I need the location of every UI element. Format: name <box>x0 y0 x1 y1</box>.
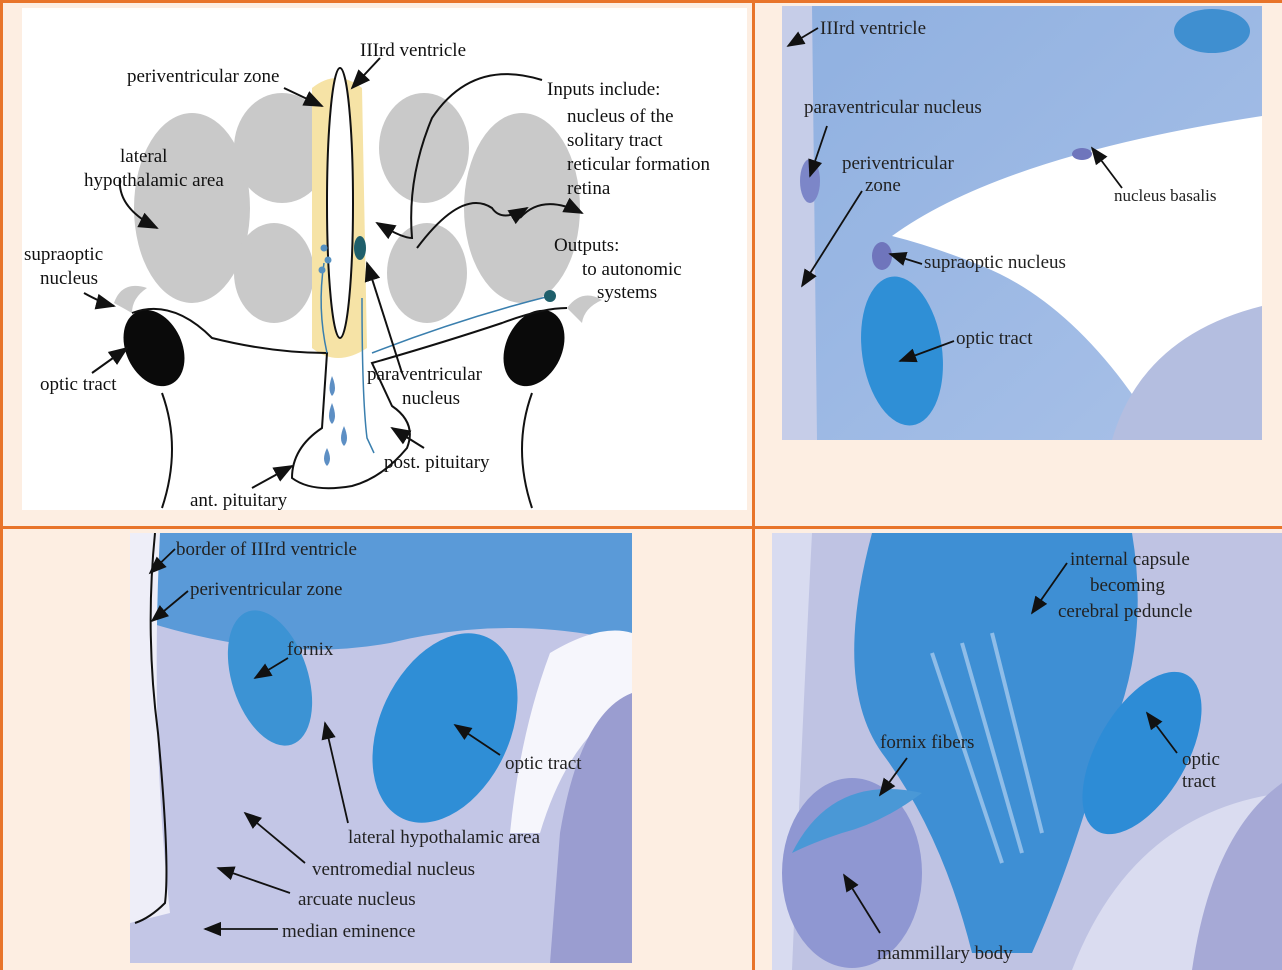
label-third-ventricle: IIIrd ventricle <box>820 18 926 39</box>
grid-middle-vertical <box>752 0 755 970</box>
label-input-1: nucleus of the <box>567 106 674 127</box>
nucleus-left-bottom <box>234 223 314 323</box>
hypothalamus-diagram-panel: IIIrd ventricle periventricular zone Inp… <box>22 8 747 510</box>
label-mammillary: mammillary body <box>877 943 1013 964</box>
label-third-ventricle: IIIrd ventricle <box>360 40 466 61</box>
hormone-droplet-4 <box>324 448 330 466</box>
label-optic-tract: optic tract <box>505 753 582 774</box>
label-optic-2: tract <box>1182 771 1216 792</box>
neuron-dot-3 <box>319 267 326 274</box>
hormone-droplet-3 <box>341 426 347 446</box>
label-fornix-fibers: fornix fibers <box>880 732 974 753</box>
label-ventromedial: ventromedial nucleus <box>312 859 475 880</box>
tissue-left-strip <box>782 6 817 440</box>
grid-middle-horizontal <box>0 526 1282 529</box>
label-fornix: fornix <box>287 639 334 660</box>
micrograph-top-right: IIIrd ventricle paraventricular nucleus … <box>782 6 1262 440</box>
brain-right-contour <box>522 393 532 508</box>
neuron-dot-2 <box>325 257 332 264</box>
label-paraventricular-2: nucleus <box>402 388 460 409</box>
blue-nucleus-top-right <box>1174 9 1250 53</box>
micrograph-bottom-left: border of IIIrd ventricle periventricula… <box>130 533 632 963</box>
nucleus-right-bottom <box>387 223 467 323</box>
label-periventricular-2: zone <box>865 175 901 196</box>
micrograph-bottom-right-image: internal capsule becoming cerebral pedun… <box>772 533 1282 970</box>
label-optic-1: optic <box>1182 749 1220 770</box>
label-inputs-title: Inputs include: <box>547 79 660 100</box>
label-outputs-1: to autonomic <box>582 259 682 280</box>
label-lateral: lateral hypothalamic area <box>348 827 541 848</box>
hormone-droplet-1 <box>330 376 336 396</box>
lateral-area-right-blob <box>464 113 580 303</box>
label-capsule-1: internal capsule <box>1070 549 1190 570</box>
nucleus-right-top <box>379 93 469 203</box>
label-outputs-title: Outputs: <box>554 235 619 256</box>
label-supraoptic-1: supraoptic <box>24 244 103 265</box>
supraoptic-left <box>114 286 147 313</box>
arrow-optic-tract <box>92 348 127 373</box>
label-lateral-2: hypothalamic area <box>84 170 224 191</box>
grid-top-border <box>0 0 1282 3</box>
label-periventricular-1: periventricular <box>842 153 955 174</box>
label-supraoptic: supraoptic nucleus <box>924 252 1066 273</box>
arrow-third-ventricle <box>352 58 380 88</box>
optic-tract-right-shape <box>492 300 577 396</box>
paraventricular-cell <box>354 236 366 260</box>
label-nucleus-basalis: nucleus basalis <box>1114 186 1216 205</box>
arrow-ant-pituitary <box>252 466 292 488</box>
lateral-area-left-blob <box>134 113 250 303</box>
neuron-dot-1 <box>321 245 328 252</box>
label-input-2: solitary tract <box>567 130 663 151</box>
micrograph-bottom-left-image: border of IIIrd ventricle periventricula… <box>130 533 632 963</box>
label-outputs-2: systems <box>597 282 657 303</box>
label-optic-tract: optic tract <box>956 328 1033 349</box>
third-ventricle-shape <box>327 68 353 338</box>
micrograph-top-right-image: IIIrd ventricle paraventricular nucleus … <box>782 6 1262 440</box>
label-paraventricular: paraventricular nucleus <box>804 97 982 118</box>
label-lateral-1: lateral <box>120 146 167 167</box>
label-median: median eminence <box>282 921 415 942</box>
label-paraventricular-1: paraventricular <box>367 364 483 385</box>
label-post-pituitary: post. pituitary <box>384 452 490 473</box>
micrograph-bottom-right: internal capsule becoming cerebral pedun… <box>772 533 1282 970</box>
label-periventricular: periventricular zone <box>190 579 342 600</box>
label-optic-tract: optic tract <box>40 374 117 395</box>
hypothalamus-diagram: IIIrd ventricle periventricular zone Inp… <box>22 8 747 510</box>
hormone-droplet-2 <box>329 403 335 424</box>
arrow-supraoptic <box>84 293 114 306</box>
label-ant-pituitary: ant. pituitary <box>190 490 288 510</box>
label-input-4: retina <box>567 178 611 199</box>
grid-left-border <box>0 0 3 970</box>
supraoptic-spot <box>872 242 892 270</box>
brain-left-contour <box>162 393 172 508</box>
label-supraoptic-2: nucleus <box>40 268 98 289</box>
label-periventricular-zone: periventricular zone <box>127 66 279 87</box>
label-border: border of IIIrd ventricle <box>176 539 357 560</box>
optic-tract-left-shape <box>112 300 197 396</box>
label-capsule-3: cerebral peduncle <box>1058 601 1193 622</box>
label-input-3: reticular formation <box>567 154 710 175</box>
label-capsule-2: becoming <box>1090 575 1165 596</box>
basalis-spot <box>1072 148 1092 160</box>
supraoptic-cell <box>544 290 556 302</box>
paraventricular-spot <box>800 159 820 203</box>
label-arcuate: arcuate nucleus <box>298 889 416 910</box>
